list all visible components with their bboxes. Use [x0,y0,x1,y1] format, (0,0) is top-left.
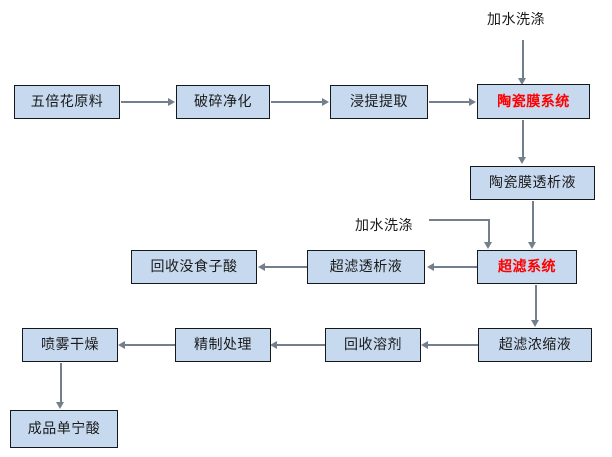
arrowhead-down-icon [484,242,492,249]
node-recover-gallic-acid[interactable]: 回收没食子酸 [131,250,257,284]
arrowhead-down-icon [518,157,526,164]
arrowhead-left-icon [270,341,277,349]
annotation-water-wash-1: 加水洗涤 [487,12,545,28]
connector-dialysate-to-uf [532,201,534,243]
annotation-water-wash-2: 加水洗涤 [355,218,413,234]
connector-ceramic-to-dialysate [522,120,524,158]
connector-waterwash1-to-ceramic [522,40,524,80]
connector-uf-to-ufdialysate [434,266,477,268]
connector-solvent-to-refining [277,344,325,346]
node-uf-concentrate[interactable]: 超滤浓缩液 [478,328,592,362]
node-raw-material[interactable]: 五倍花原料 [14,85,120,119]
node-spray-drying[interactable]: 喷雾干燥 [22,328,118,362]
node-ultrafiltration[interactable]: 超滤系统 [477,250,577,284]
connector-spraydry-to-final [60,363,62,403]
arrowhead-left-icon [118,341,125,349]
connector-concentrate-to-solvent [428,344,478,346]
arrowhead-down-icon [531,320,539,327]
arrowhead-right-icon [322,98,329,106]
node-extraction[interactable]: 浸提提取 [330,85,428,119]
node-refining[interactable]: 精制处理 [175,328,271,362]
connector-ufdialysate-to-gallic [265,266,307,268]
node-uf-dialysate[interactable]: 超滤透析液 [307,250,425,284]
arrowhead-down-icon [528,242,536,249]
connector-waterwash2-vertical [488,219,490,243]
connector-extraction-to-ceramic [429,101,470,103]
arrowhead-down-icon [518,78,526,85]
node-recover-solvent[interactable]: 回收溶剂 [325,328,421,362]
arrowhead-right-icon [168,98,175,106]
connector-raw-to-crush [121,101,169,103]
connector-crush-to-extraction [271,101,322,103]
arrowhead-down-icon [56,402,64,409]
node-final-product[interactable]: 成品单宁酸 [10,410,118,448]
node-ceramic-dialysate[interactable]: 陶瓷膜透析液 [470,166,595,200]
connector-uf-to-concentrate [535,285,537,321]
connector-waterwash2-horizontal [429,219,489,221]
connector-refining-to-spraydry [125,344,175,346]
node-ceramic-membrane[interactable]: 陶瓷膜系统 [477,84,590,119]
arrowhead-left-icon [421,341,428,349]
arrowhead-left-icon [427,263,434,271]
arrowhead-right-icon [469,98,476,106]
arrowhead-left-icon [258,263,265,271]
node-crush-purify[interactable]: 破碎净化 [176,85,270,119]
